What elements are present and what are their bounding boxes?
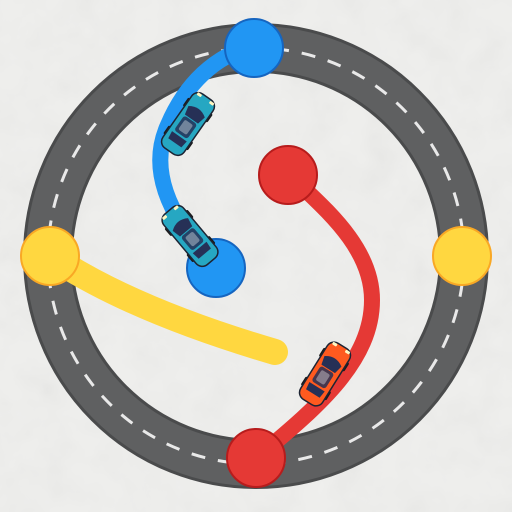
blue-node-top[interactable] bbox=[224, 18, 284, 78]
orange-car-icon[interactable] bbox=[295, 338, 355, 410]
yellow-node-left[interactable] bbox=[20, 226, 80, 286]
yellow-path bbox=[47, 249, 288, 365]
yellow-node-right[interactable] bbox=[432, 226, 492, 286]
teal-car-middle-icon[interactable] bbox=[157, 201, 222, 271]
red-path bbox=[252, 167, 381, 463]
teal-car-top-icon[interactable] bbox=[157, 88, 219, 159]
red-node-bottom[interactable] bbox=[226, 428, 286, 488]
red-node-top[interactable] bbox=[258, 145, 318, 205]
